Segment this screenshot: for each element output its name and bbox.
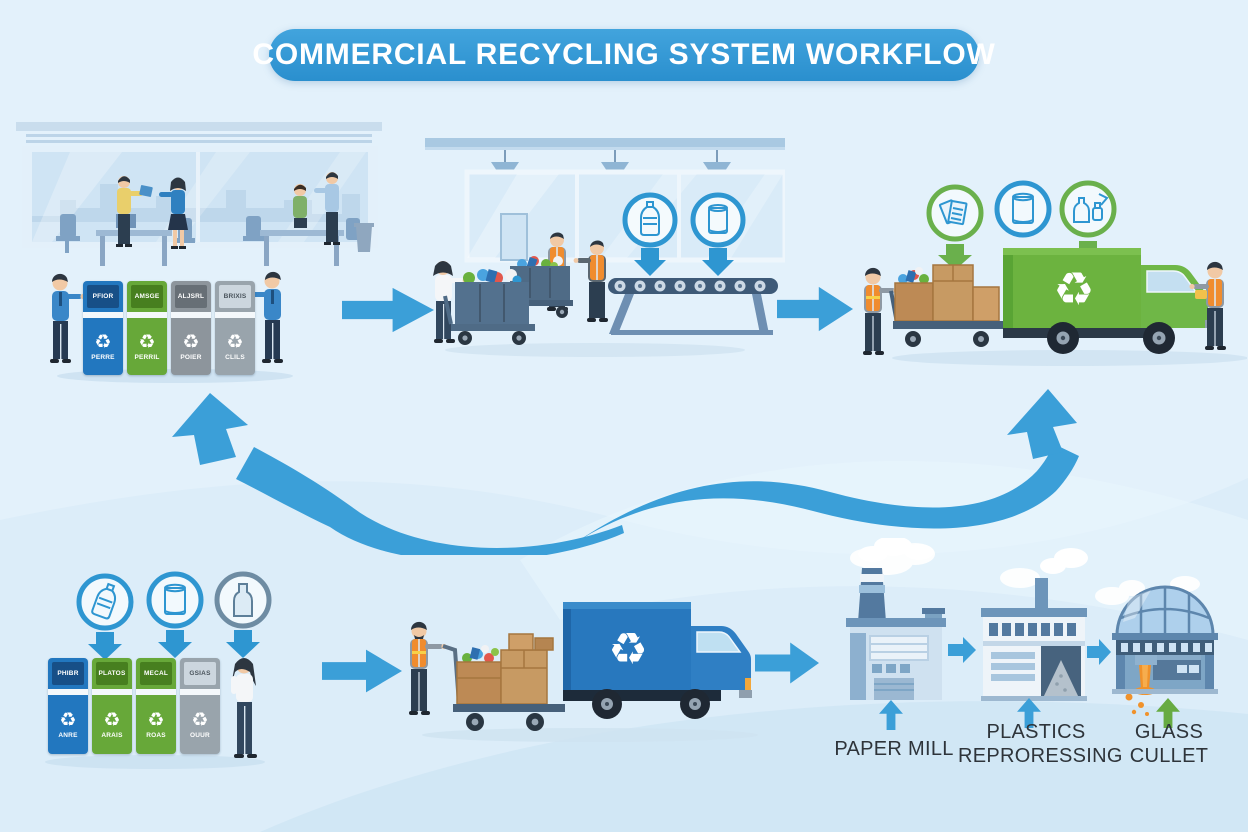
street-bin-glass: GSIAS ♻ OUUR — [180, 658, 220, 754]
office-scene-illustration — [16, 122, 382, 266]
return-swoosh-arrow-left — [172, 393, 624, 555]
recycle-icon: ♻ — [1053, 262, 1094, 316]
flow-arrow-mill-to-plastics — [948, 637, 976, 663]
down-arrow-icon — [88, 632, 122, 660]
title-banner: COMMERCIAL RECYCLING SYSTEM WORKFLOW — [252, 29, 995, 81]
sorting-icon-can — [690, 192, 746, 248]
recycle-icon: ♻ — [138, 331, 156, 353]
recycle-icon: ♻ — [182, 331, 200, 353]
person — [116, 176, 153, 247]
loading-icon-glass-bottles — [1059, 180, 1117, 238]
page-title: COMMERCIAL RECYCLING SYSTEM WORKFLOW — [252, 38, 996, 71]
return-swoosh-arrow-right — [575, 389, 1079, 543]
plastic-flake-pile — [1043, 660, 1079, 698]
sorting-cart — [443, 269, 535, 345]
recycle-icon: ♻ — [147, 709, 165, 731]
sorting-icon-plastic-bottle — [622, 192, 678, 248]
loading-icon-paper — [926, 184, 984, 242]
bin-label: CLILS — [225, 354, 245, 361]
street-icon-can — [146, 571, 204, 629]
street-bin-plastic: PLATOS ♻ ARAIS — [92, 658, 132, 754]
recycle-icon: ♻ — [94, 331, 112, 353]
office-furniture — [56, 214, 374, 266]
down-arrow-icon — [226, 630, 260, 658]
green-recycling-truck: ♻ — [1003, 248, 1218, 354]
glass-plant-building — [1112, 585, 1218, 716]
recyclables-pile — [462, 645, 499, 663]
pedestrian — [231, 658, 257, 758]
loading-cart — [442, 633, 565, 731]
bin-header-label: GSIAS — [189, 670, 211, 677]
ceiling-lamps — [491, 150, 731, 171]
office-worker-right — [247, 271, 283, 363]
plastics-plant-building — [981, 548, 1088, 701]
office-bin-mixed: AMSGE ♻ PERRIL — [127, 281, 167, 375]
bin-header-label: PFIOR — [92, 293, 114, 300]
city-skyline — [32, 184, 360, 222]
conveyor-belt — [608, 278, 778, 335]
recycle-icon: ♻ — [608, 624, 647, 675]
bin-header-label: PLATOS — [98, 670, 126, 677]
bin-label: ANRE — [58, 732, 78, 739]
bin-label: OUUR — [190, 732, 210, 739]
person — [314, 172, 340, 245]
street-icon-glass-bottle — [214, 571, 272, 629]
office-bin-plastic: ALJSRL ♻ POIER — [171, 281, 211, 375]
loading-cart — [889, 264, 1003, 347]
green-truck-loading-illustration: ♻ — [863, 180, 1247, 366]
bin-label: PERRE — [91, 354, 115, 361]
bin-label: ARAIS — [101, 732, 123, 739]
recyclables-pile — [898, 267, 929, 284]
label-plastics-reprocessing: PLASTICS REPRORESSING — [958, 721, 1123, 767]
office-bin-paper: PFIOR ♻ PERRE — [83, 281, 123, 375]
blue-truck-illustration: ♻ — [409, 602, 758, 742]
office-trash-bin — [356, 226, 372, 252]
paper-mill-building — [846, 538, 946, 700]
recyclables-pile — [463, 269, 522, 285]
down-arrow-icon — [938, 244, 972, 270]
down-arrow-icon — [634, 248, 666, 276]
down-arrow-icon — [702, 248, 734, 276]
recycle-icon: ♻ — [59, 709, 77, 731]
worker — [433, 261, 468, 343]
worker — [863, 267, 899, 355]
bin-header-label: ALJSRL — [177, 293, 205, 300]
recycle-icon: ♻ — [191, 709, 209, 731]
street-bin-metal: MECAL ♻ ROAS — [136, 658, 176, 754]
person — [293, 184, 307, 228]
recycle-icon: ♻ — [103, 709, 121, 731]
loading-icon-can — [994, 180, 1052, 238]
worker — [573, 240, 608, 322]
person — [159, 177, 188, 249]
bin-label: POIER — [180, 354, 202, 361]
blue-recycling-truck: ♻ — [563, 602, 752, 719]
street-bin-paper: PHIBR ♻ ANRE — [48, 658, 88, 754]
down-arrow-icon — [158, 630, 192, 658]
bin-header-label: PHIBR — [57, 670, 79, 677]
office-people — [116, 172, 340, 249]
recycle-icon: ♻ — [226, 331, 244, 353]
bin-label: ROAS — [146, 732, 166, 739]
street-bins-illustration — [45, 571, 272, 769]
street-icon-plastic-bottle — [76, 573, 134, 631]
processing-facilities-illustration — [846, 538, 1218, 716]
flow-arrow-plastics-to-glass — [1087, 639, 1111, 665]
bin-header-label: AMSGE — [134, 293, 160, 300]
bin-label: PERRIL — [134, 354, 160, 361]
bin-header-label: MECAL — [143, 670, 169, 677]
sorting-facility-illustration — [425, 138, 785, 357]
label-glass-cullet: GLASS CULLET — [1129, 721, 1209, 767]
office-bin-glass: BRIXIS ♻ CLILS — [215, 281, 255, 375]
worker — [409, 621, 447, 715]
worker — [1189, 261, 1226, 350]
bin-header-label: BRIXIS — [223, 293, 247, 300]
label-paper-mill: PAPER MILL — [834, 738, 954, 760]
office-worker-left — [50, 273, 86, 363]
